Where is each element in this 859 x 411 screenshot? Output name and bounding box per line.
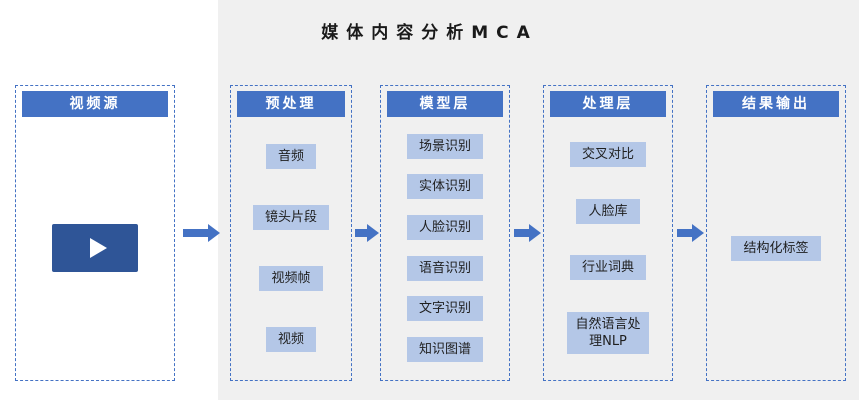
item-face-database: 人脸库: [576, 198, 640, 224]
stage-header-result-output: 结果输出: [713, 91, 839, 117]
item-video: 视频: [265, 327, 316, 352]
stage-header-preprocess: 预处理: [237, 91, 345, 117]
stage-model-layer: 模型层 场景识别 实体识别 人脸识别 语音识别 文字识别 知识图谱: [380, 85, 510, 381]
item-structured-tags: 结构化标签: [731, 235, 821, 261]
stage-body-result-output: 结构化标签: [707, 122, 845, 380]
item-entity-recognition: 实体识别: [406, 174, 483, 200]
background-panel: [218, 0, 859, 400]
stage-result-output: 结果输出 结构化标签: [706, 85, 846, 381]
item-scene-recognition: 场景识别: [406, 133, 483, 159]
item-video-frame: 视频帧: [259, 266, 323, 291]
flow-arrow-4: [677, 224, 704, 242]
stage-header-video-source: 视频源: [22, 91, 168, 117]
item-speech-recognition: 语音识别: [406, 255, 483, 281]
play-button: [52, 224, 138, 272]
item-knowledge-graph: 知识图谱: [406, 337, 483, 363]
stage-preprocess: 预处理 音频 镜头片段 视频帧 视频: [230, 85, 352, 381]
stage-body-video-source: [16, 122, 174, 380]
item-nlp: 自然语言处理NLP: [567, 312, 649, 355]
flow-arrow-3: [514, 224, 541, 242]
item-shot-clip: 镜头片段: [252, 205, 329, 230]
stage-header-process-layer: 处理层: [550, 91, 666, 117]
item-industry-dictionary: 行业词典: [569, 255, 646, 281]
stage-process-layer: 处理层 交叉对比 人脸库 行业词典 自然语言处理NLP: [543, 85, 673, 381]
item-cross-compare: 交叉对比: [569, 141, 646, 167]
stage-header-model-layer: 模型层: [387, 91, 503, 117]
item-audio: 音频: [265, 144, 316, 169]
diagram-title: 媒体内容分析MCA: [321, 23, 538, 43]
item-face-recognition: 人脸识别: [406, 215, 483, 241]
item-text-recognition: 文字识别: [406, 296, 483, 322]
stage-video-source: 视频源: [15, 85, 175, 381]
flow-arrow-2: [355, 224, 379, 242]
flow-arrow-1: [183, 224, 220, 242]
play-icon: [89, 238, 107, 258]
stage-body-model-layer: 场景识别 实体识别 人脸识别 语音识别 文字识别 知识图谱: [381, 122, 509, 380]
stage-body-preprocess: 音频 镜头片段 视频帧 视频: [231, 122, 351, 380]
stage-body-process-layer: 交叉对比 人脸库 行业词典 自然语言处理NLP: [544, 122, 672, 380]
